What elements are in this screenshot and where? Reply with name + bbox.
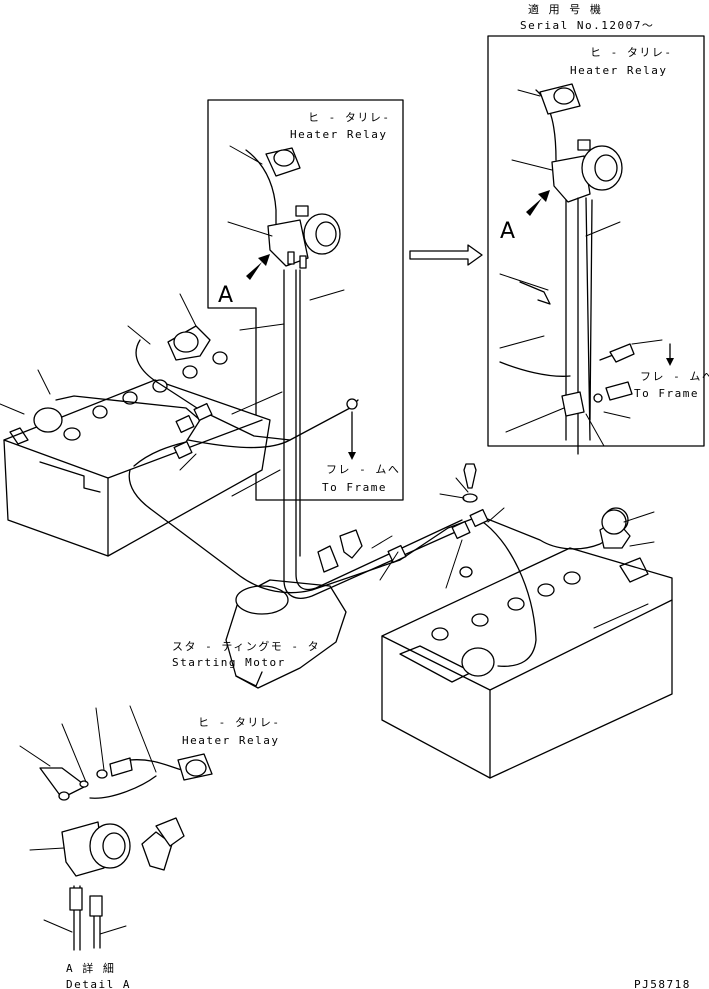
to-frame-serial-jp: フレ - ムへ [640,370,709,383]
inset-frame-main [207,99,404,501]
view-arrow-main-icon [246,254,270,280]
wiring-harness [55,269,631,667]
heater-relay-main [245,147,341,269]
to-frame-arrow-serial-icon [631,339,674,366]
heater-relay-serial-jp: ヒ - タリレ- [590,46,673,59]
view-arrow-serial-icon [526,190,550,216]
view-marker-serial: A [500,219,515,244]
detail-a-assembly [39,753,213,951]
to-frame-main-jp: フレ - ムへ [326,463,400,476]
starting-motor [225,579,347,689]
inset-frame-serial [487,35,705,447]
starting-motor-en: Starting Motor [172,656,286,669]
heater-relay-detail-en: Heater Relay [182,734,279,747]
serial-number-label: Serial No.12007〜 [520,19,654,32]
to-frame-serial-en: To Frame [634,387,699,400]
leader-lines [0,89,655,935]
starting-motor-jp: スタ - ティングモ - タ [172,639,320,653]
battery-left [3,325,271,557]
heater-relay-serial [499,83,635,455]
heater-relay-main-en: Heater Relay [290,128,387,141]
heater-relay-main-jp: ヒ - タリレ- [308,111,391,124]
heater-relay-serial-en: Heater Relay [570,64,667,77]
detail-a-en: Detail A [66,978,131,989]
hollow-arrow-icon [409,244,483,266]
drawing-number: PJ58718 [634,978,691,989]
to-frame-arrow-main-icon [348,411,356,460]
to-frame-main-en: To Frame [322,481,387,494]
serial-applicable-label: 適 用 号 機 [528,2,602,16]
heater-relay-detail-jp: ヒ - タリレ- [198,716,281,729]
bolt-and-washer [439,463,478,503]
view-marker-main: A [218,283,233,308]
battery-right [381,507,673,779]
detail-a-jp: A 詳 細 [66,961,115,975]
